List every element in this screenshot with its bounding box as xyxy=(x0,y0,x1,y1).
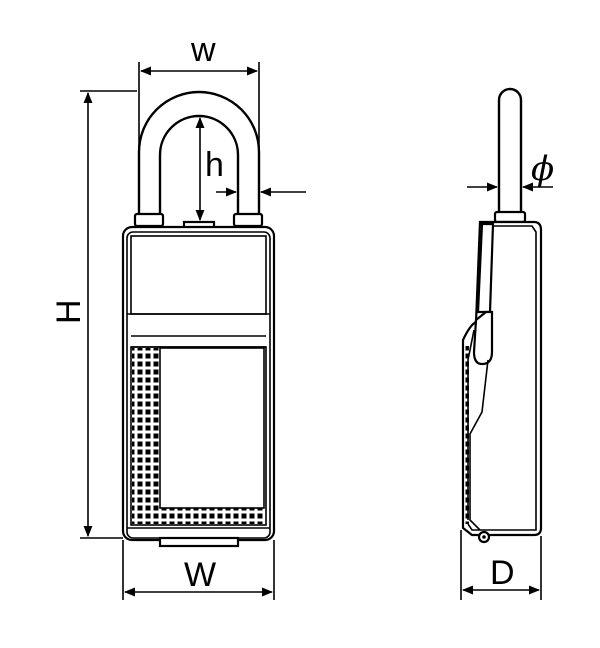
front-dimensions: w h H W xyxy=(50,31,306,600)
grip-texture-bottom xyxy=(132,508,265,524)
front-view xyxy=(121,90,276,548)
shackle xyxy=(137,90,261,222)
side-shackle xyxy=(497,87,523,215)
side-dimensions: ϕ D xyxy=(460,149,554,600)
label-shackle-width: w xyxy=(190,31,216,69)
grip-texture-side xyxy=(132,348,160,524)
side-grip-texture xyxy=(462,346,469,524)
label-total-height: H xyxy=(50,299,88,324)
label-shackle-height: h xyxy=(205,146,224,184)
label-shackle-diameter: ϕ xyxy=(531,149,554,189)
side-view xyxy=(461,87,543,544)
side-body xyxy=(461,220,543,537)
label-body-width: W xyxy=(184,556,216,594)
label-depth: D xyxy=(490,554,515,592)
